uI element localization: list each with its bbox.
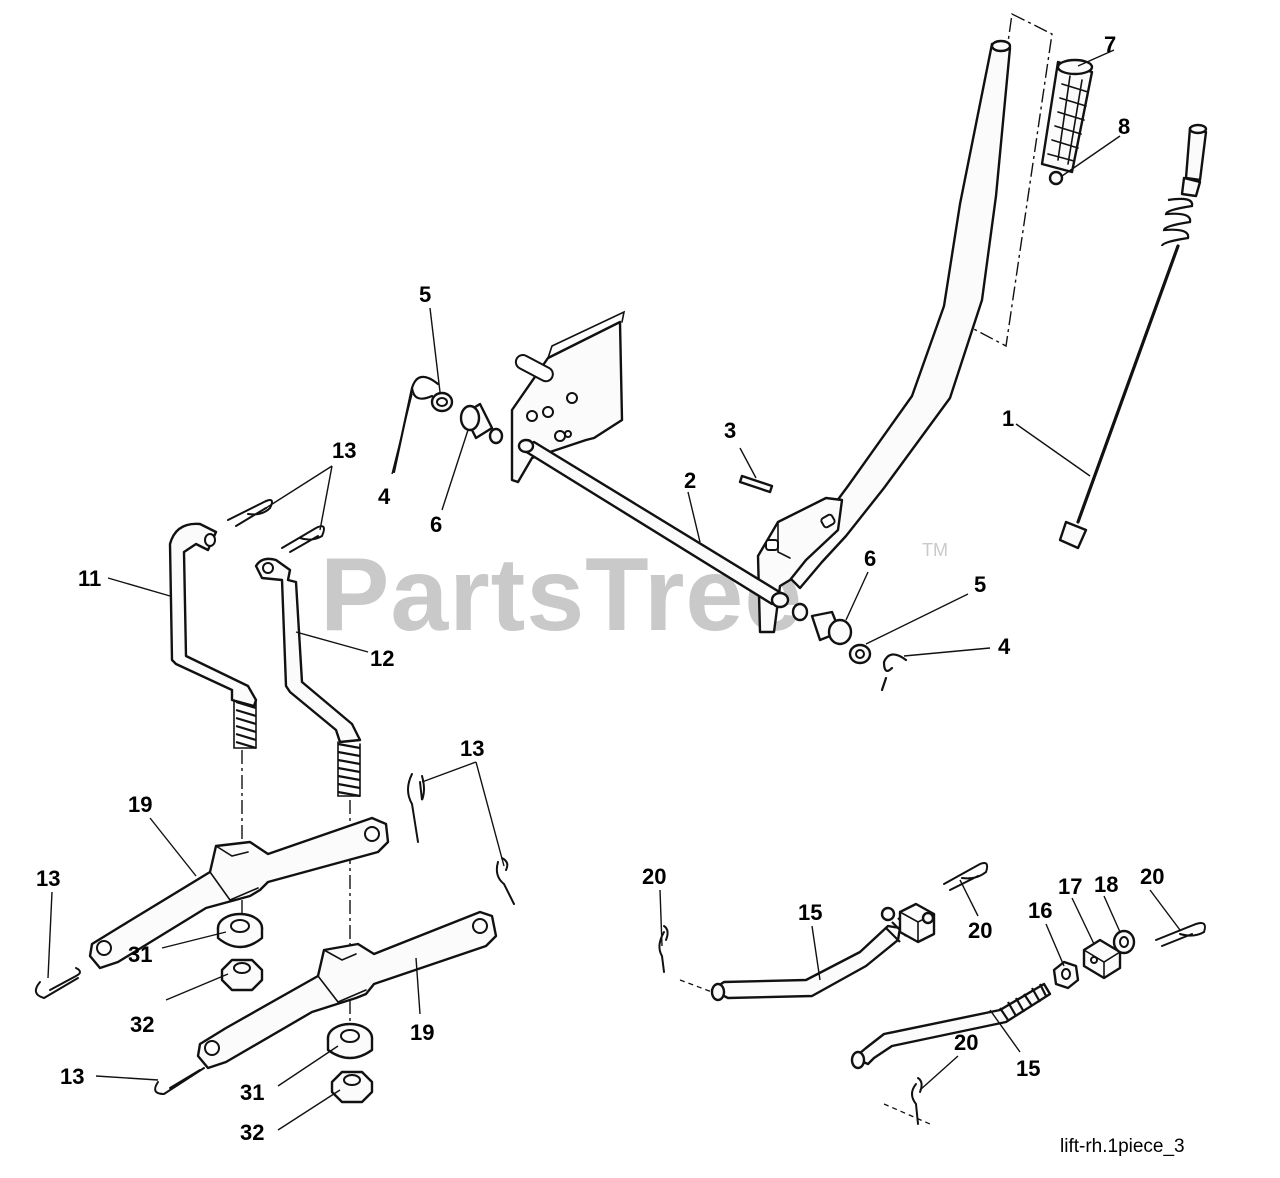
callout-6: 6 — [430, 512, 442, 537]
part-15-adjusting-rod-lower — [850, 982, 1052, 1070]
callout-3: 3 — [724, 418, 736, 443]
watermark-brand: PartsTree — [320, 537, 803, 653]
callout-4: 4 — [378, 484, 391, 509]
part-6-bushing-right — [791, 602, 853, 646]
part-1-lift-rod — [1058, 123, 1208, 550]
callout-5: 5 — [419, 282, 431, 307]
part-31-spacer-upper — [216, 912, 264, 949]
part-mounting-plate — [510, 310, 626, 484]
callout-32: 32 — [130, 1012, 154, 1037]
part-17-trunnion — [1082, 938, 1122, 980]
callout-16: 16 — [1028, 898, 1052, 923]
callout-12: 12 — [370, 646, 394, 671]
part-3-roll-pin — [738, 474, 774, 494]
part-32-nut-upper — [220, 958, 264, 992]
part-8-ball — [1048, 170, 1064, 186]
part-32-nut-lower — [330, 1070, 374, 1104]
part-13-hairpin-e — [34, 967, 81, 1000]
callout-15: 15 — [798, 900, 822, 925]
callout-13: 13 — [36, 866, 60, 891]
leader-lines — [47, 49, 1181, 1131]
callout-18: 18 — [1094, 872, 1118, 897]
callout-13: 13 — [332, 438, 356, 463]
callout-20: 20 — [642, 864, 666, 889]
watermark-trademark: TM — [922, 540, 948, 560]
part-13-hairpin-b — [281, 525, 325, 553]
callout-15: 15 — [1016, 1056, 1040, 1081]
callout-2: 2 — [684, 468, 696, 493]
part-20-clip-c — [1155, 922, 1206, 947]
callout-4: 4 — [998, 634, 1011, 659]
alignment-line-rod-upper — [679, 979, 713, 993]
part-trunnion-block-upper — [880, 902, 936, 944]
callout-13: 13 — [460, 736, 484, 761]
callout-8: 8 — [1118, 114, 1130, 139]
part-15-adjusting-rod-upper — [710, 917, 911, 1002]
part-18-lock-nut — [1112, 929, 1136, 955]
callout-1: 1 — [1002, 406, 1014, 431]
part-lift-handle — [756, 39, 1012, 634]
part-13-hairpin-c — [407, 773, 425, 843]
part-19-lift-arm-upper — [88, 816, 390, 970]
part-4-hairpin-right — [880, 653, 908, 692]
alignment-line-rod-lower — [883, 1103, 931, 1125]
callout-5: 5 — [974, 572, 986, 597]
part-4-hairpin-left — [392, 375, 440, 474]
callout-19: 19 — [410, 1020, 434, 1045]
part-20-clip-a — [658, 925, 669, 973]
callout-20: 20 — [968, 918, 992, 943]
callout-31: 31 — [240, 1080, 264, 1105]
part-13-hairpin-f — [154, 1067, 205, 1096]
part-7-handle-grip — [1040, 58, 1094, 174]
callout-32: 32 — [240, 1120, 264, 1145]
callout-11: 11 — [78, 566, 101, 591]
diagram-caption: lift-rh.1piece_3 — [1060, 1136, 1185, 1157]
callout-31: 31 — [128, 942, 152, 967]
callout-7: 7 — [1104, 32, 1116, 57]
part-11-lift-link — [168, 522, 258, 750]
part-12-lift-link — [254, 557, 362, 798]
callout-20: 20 — [1140, 864, 1164, 889]
part-13-hairpin-a — [227, 499, 273, 527]
callout-17: 17 — [1058, 874, 1082, 899]
callout-13: 13 — [60, 1064, 84, 1089]
part-19-lift-arm-lower — [196, 910, 498, 1070]
part-16-nut — [1052, 960, 1080, 990]
callout-19: 19 — [128, 792, 152, 817]
part-6-bushing-left — [459, 402, 504, 445]
part-2-cross-shaft — [517, 438, 790, 609]
part-13-hairpin-d — [495, 857, 515, 905]
callout-6: 6 — [864, 546, 876, 571]
part-31-spacer-lower — [326, 1022, 374, 1060]
part-20-clip-b — [943, 862, 989, 891]
part-20-clip-d — [911, 1077, 923, 1125]
callout-20: 20 — [954, 1030, 978, 1055]
